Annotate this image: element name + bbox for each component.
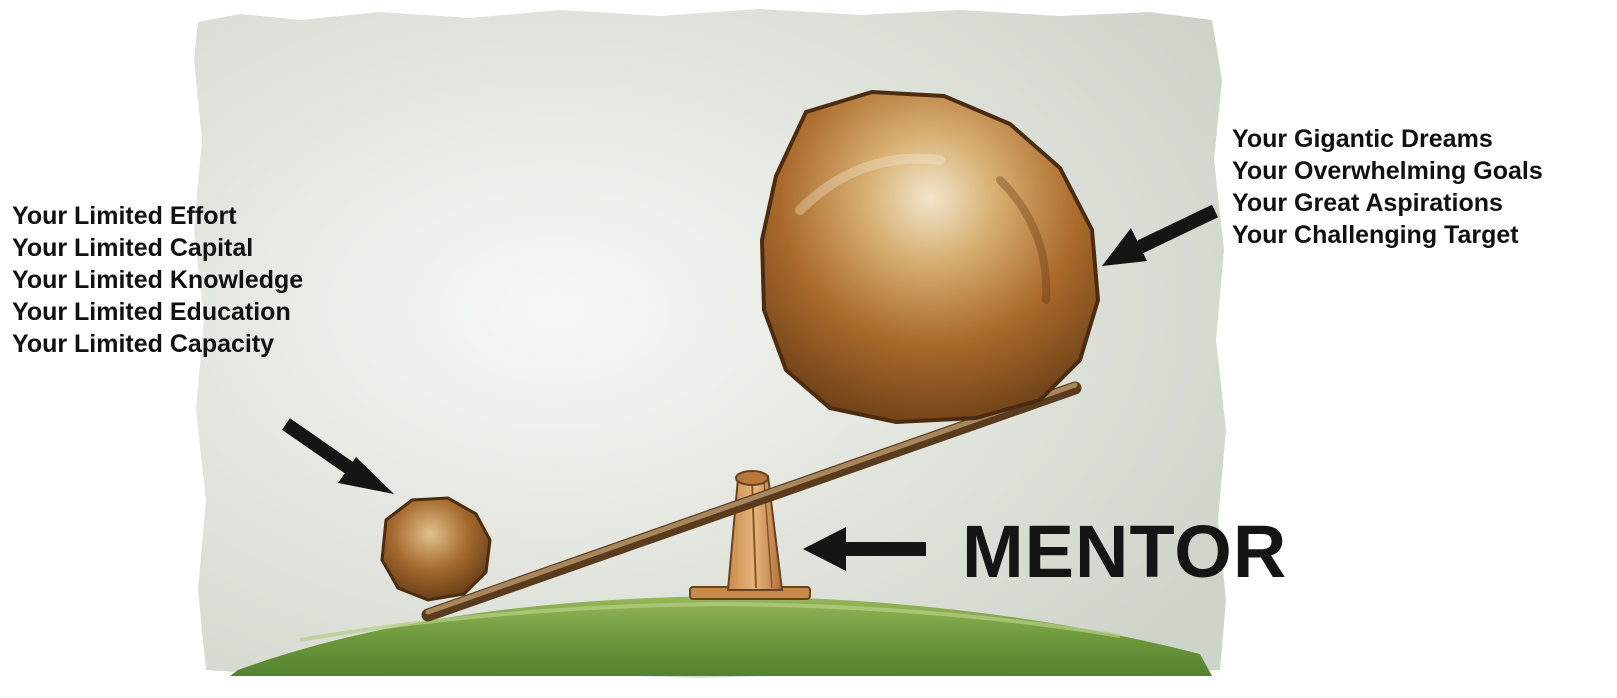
small-load-label: Your Limited Education	[12, 296, 303, 328]
large-load-label: Your Great Aspirations	[1232, 187, 1543, 219]
large-load-label: Your Gigantic Dreams	[1232, 123, 1543, 155]
small-load-label: Your Limited Effort	[12, 200, 303, 232]
small-load-label: Your Limited Capacity	[12, 328, 303, 360]
small-load-labels: Your Limited Effort Your Limited Capital…	[12, 200, 303, 360]
large-load-label: Your Overwhelming Goals	[1232, 155, 1543, 187]
mentor-label: MENTOR	[962, 507, 1287, 597]
large-load-label: Your Challenging Target	[1232, 219, 1543, 251]
small-load-label: Your Limited Capital	[12, 232, 303, 264]
small-rock-icon	[382, 498, 490, 600]
small-load-label: Your Limited Knowledge	[12, 264, 303, 296]
large-load-labels: Your Gigantic Dreams Your Overwhelming G…	[1232, 123, 1543, 251]
